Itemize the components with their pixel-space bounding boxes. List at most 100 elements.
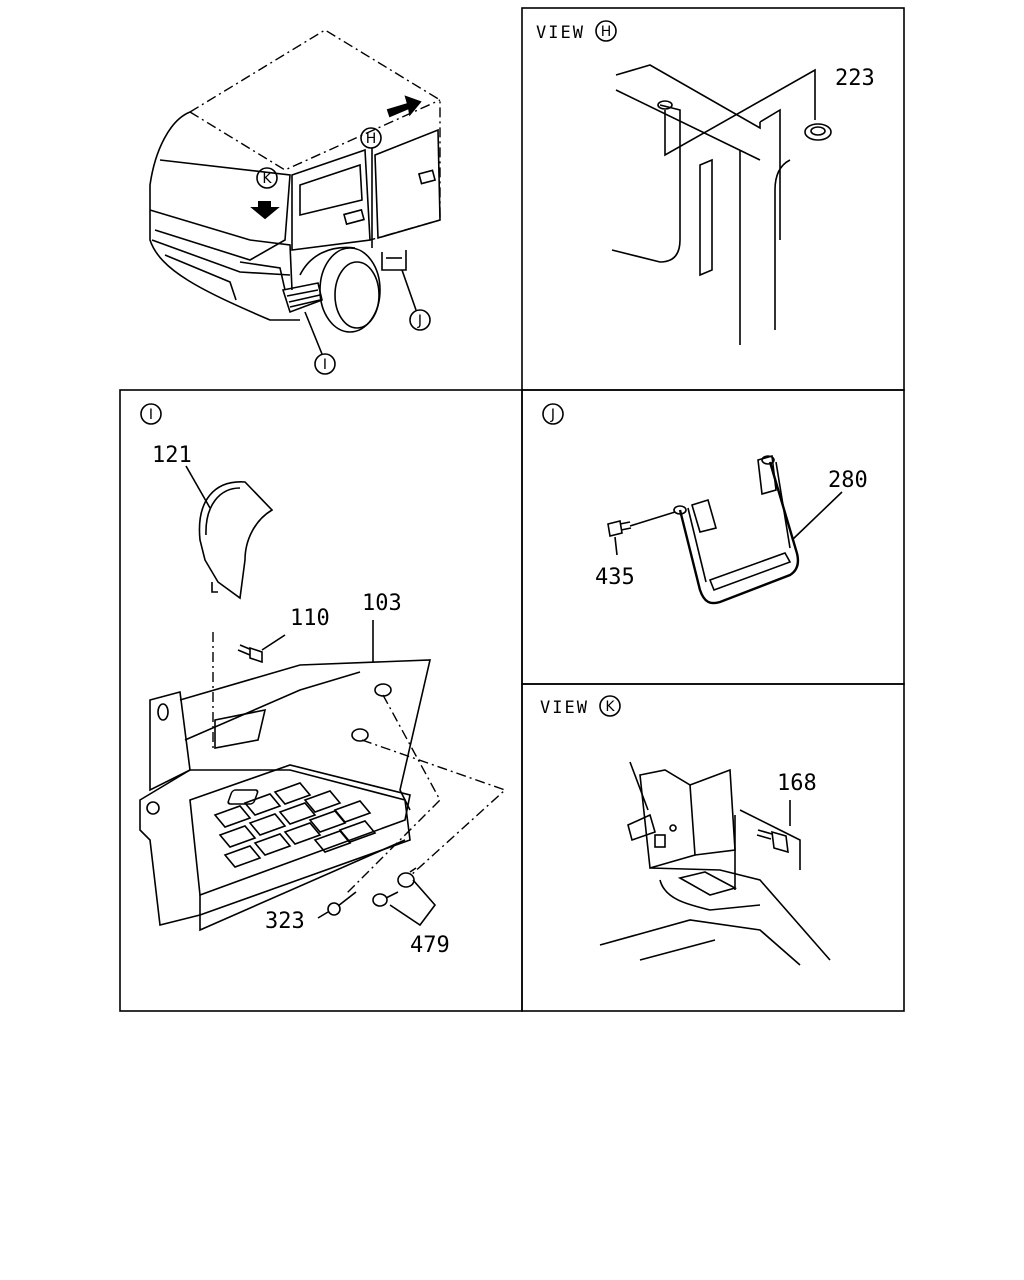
headlight [239, 261, 286, 291]
rear-step [381, 250, 407, 271]
clip-479-b [397, 872, 415, 888]
part-323: 323 [265, 909, 305, 934]
bracket-tab-hole [157, 703, 169, 721]
view-k-arrow-icon [250, 201, 280, 220]
screw-323-shank [337, 891, 357, 907]
callout-i-leader [304, 311, 323, 355]
cover-121-flange [205, 487, 241, 536]
step-tread [189, 764, 411, 897]
panel-j-frame [521, 389, 905, 685]
grommet-223-hole [810, 126, 826, 136]
front-step [281, 282, 323, 314]
callout-k-circle [256, 167, 278, 189]
view-k-prefix: VIEW [540, 698, 589, 718]
panel-j-circle [542, 403, 564, 425]
callout-j-leader [401, 269, 417, 311]
panel-view-k-frame [521, 683, 905, 1012]
leader-110 [261, 634, 286, 651]
panel-frames [119, 7, 905, 1012]
view-k-letter: K [605, 699, 615, 715]
callout-j-circle [409, 309, 431, 331]
callout-i-circle [314, 353, 336, 375]
door-window [299, 163, 363, 217]
clip-479-a-stem [385, 891, 399, 899]
tread-slots [227, 789, 259, 805]
panel-i: I 121 110 103 [139, 403, 507, 958]
part-103: 103 [362, 591, 402, 616]
frame-hole [669, 824, 677, 832]
leader-435 [614, 536, 618, 556]
bracket-hole-1 [374, 683, 392, 697]
floor-pad [677, 871, 738, 896]
view-h-panel: VIEW H 223 [536, 20, 875, 345]
clip-479-b-stem [409, 867, 417, 873]
step-mount-hole [146, 801, 160, 815]
part-121: 121 [152, 443, 192, 468]
bumper-line [151, 239, 291, 276]
bolt-168-thread [756, 829, 773, 840]
callout-k: K [262, 171, 272, 187]
frame-edge-1 [629, 761, 649, 811]
step-280-tube-end-l [673, 505, 687, 515]
door-handle [343, 208, 365, 226]
panel-j-letter: J [550, 407, 555, 423]
callout-h: H [366, 131, 377, 147]
windshield [154, 159, 291, 261]
frame-slot [654, 834, 666, 848]
view-h-letter: H [601, 24, 612, 40]
tread-row-2 [218, 802, 377, 848]
bracket-rail [184, 671, 361, 741]
cover-121-tab [211, 582, 218, 593]
assy-line-435 [629, 511, 676, 527]
part-110: 110 [290, 606, 330, 631]
panel-plug [657, 100, 673, 110]
leader-223 [664, 68, 816, 157]
front-step-tread [286, 289, 321, 308]
tread-row-1 [213, 782, 372, 828]
leader-479 [389, 879, 437, 927]
panel-slot [699, 158, 713, 277]
clip-479-a [372, 893, 388, 907]
bumper-lower [164, 254, 237, 301]
frame-floor-edge [649, 867, 831, 961]
view-h-prefix: VIEW [536, 23, 585, 43]
panel-j: J 280 435 [542, 403, 868, 605]
step-280-frame-inner-l [687, 507, 707, 583]
bracket-hole-2 [351, 728, 369, 742]
bracket-tab [149, 690, 191, 792]
tread-row-3 [223, 822, 352, 868]
cab-front-left [149, 111, 300, 321]
bolt-435-thread [619, 521, 632, 531]
cab-roof-edge [189, 99, 441, 171]
rear-handle [417, 169, 437, 185]
step-body [139, 769, 411, 926]
view-k-panel: VIEW K 168 [540, 695, 831, 966]
cab-roof-outline [189, 29, 441, 241]
part-280: 280 [828, 468, 868, 493]
view-h-circle [595, 20, 617, 42]
leader-323 [317, 911, 329, 919]
frame-rail [739, 809, 801, 870]
step-280-frame-inner-r [775, 461, 791, 549]
bracket-top [179, 659, 432, 811]
leader-280 [791, 491, 843, 541]
panel-channel [611, 104, 681, 263]
step-front [199, 839, 406, 932]
panel-i-letter: I [149, 407, 153, 423]
panel-top-edge [615, 64, 761, 130]
view-h-arrow-icon [386, 95, 422, 118]
callout-i: I [323, 357, 327, 373]
assy-line-479 [361, 739, 507, 877]
grommet-223 [804, 123, 832, 141]
frame-plate [689, 768, 736, 856]
floor-line-2 [639, 939, 716, 961]
screw-323-head [327, 902, 341, 916]
leader-121 [185, 465, 211, 509]
step-280-plate-l [691, 498, 717, 533]
panel-rear-edge [774, 159, 791, 330]
step-280-frame [678, 461, 800, 605]
panel-i-circle [140, 403, 162, 425]
assy-line-323 [344, 694, 441, 896]
bolt-168-head [771, 830, 789, 854]
bolt-435-head [607, 520, 623, 537]
